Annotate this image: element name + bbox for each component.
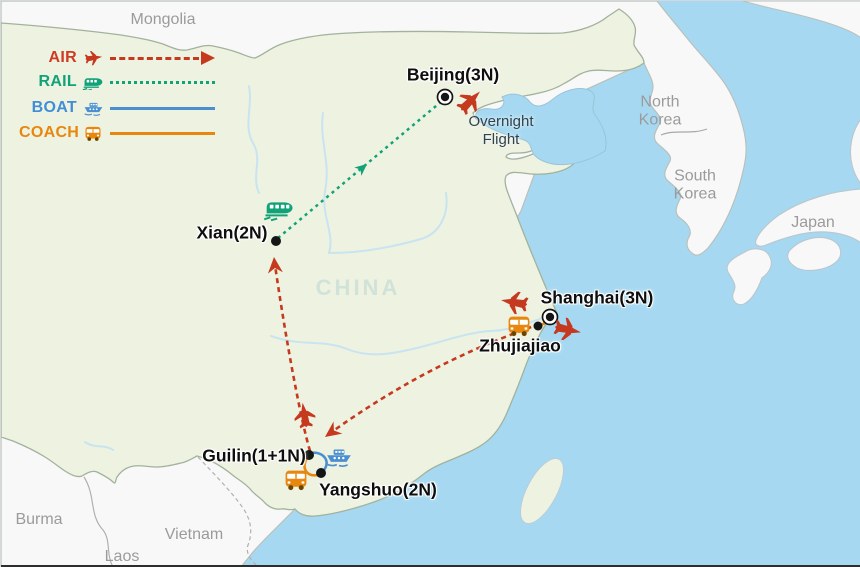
- korea-border: [660, 128, 708, 136]
- airplane-icon: [291, 399, 323, 431]
- rivers: [84, 85, 544, 451]
- city-label-beijing: Beijing(3N): [406, 64, 500, 85]
- guilin-marker: [304, 450, 314, 460]
- shanghai-marker: [541, 308, 559, 326]
- ship-icon: [80, 100, 106, 116]
- bus-icon: [507, 314, 532, 342]
- train-icon: [80, 74, 106, 91]
- airplane-icon: [498, 283, 533, 318]
- yangshuo-marker: [316, 468, 326, 478]
- city-label-guilin: Guilin(1+1N): [202, 445, 306, 466]
- legend-row-air: AIR: [19, 47, 215, 69]
- legend-line-boat: [110, 106, 215, 110]
- region-label-south-korea: South Korea: [673, 167, 717, 203]
- region-label-north-korea: North Korea: [638, 93, 682, 129]
- region-label-mongolia: Mongolia: [130, 10, 196, 28]
- legend-line-coach: [110, 131, 215, 135]
- city-label-yangshuo: Yangshuo(2N): [319, 479, 437, 500]
- arrow-icon: [201, 51, 215, 65]
- region-label-burma: Burma: [15, 510, 63, 528]
- train-icon: [263, 196, 295, 226]
- legend-label-boat: BOAT: [31, 99, 77, 116]
- china-landmass: [1, 8, 645, 517]
- map-bottom-edge: [1, 565, 860, 567]
- bus-icon: [80, 125, 106, 142]
- china-watermark: CHINA: [315, 275, 401, 300]
- legend-row-boat: BOAT: [19, 97, 215, 119]
- route-air-guilin-xian: [273, 264, 312, 452]
- route-rail-xian-beijing: [277, 100, 443, 239]
- overnight-flight-note: Overnight Flight: [468, 113, 534, 148]
- sea-asia-borders: [83, 456, 259, 567]
- legend-row-rail: RAIL: [19, 71, 215, 93]
- legend-line-air: [110, 51, 215, 65]
- airplane-icon: [549, 314, 585, 350]
- routes: [267, 100, 550, 477]
- legend-row-coach: COACH: [19, 122, 215, 144]
- region-label-laos: Laos: [104, 547, 140, 565]
- legend-label-air: AIR: [48, 49, 77, 66]
- bus-icon: [284, 468, 309, 496]
- route-boat-guilin-yangshuo: [310, 451, 328, 471]
- taiwan-island: [520, 457, 564, 525]
- route-coach-yangshuo-guilin: [303, 457, 319, 477]
- russia-corner: [742, 1, 860, 38]
- japan-islands: [726, 119, 860, 306]
- region-label-japan: Japan: [791, 213, 835, 231]
- region-label-vietnam: Vietnam: [164, 525, 224, 543]
- air-route-arrow-xian: [267, 257, 283, 274]
- city-label-shanghai: Shanghai(3N): [540, 287, 654, 308]
- city-markers: [271, 88, 559, 478]
- legend-label-coach: COACH: [19, 124, 80, 141]
- city-label-zhujiajiao: Zhujiajiao: [479, 335, 561, 356]
- legend-label-rail: RAIL: [38, 73, 77, 90]
- airplane-icon: [451, 82, 493, 124]
- xian-marker: [271, 236, 281, 246]
- city-label-xian: Xian(2N): [196, 222, 268, 243]
- bohai-gulf: [475, 88, 607, 166]
- air-route-arrow-guilin: [325, 421, 343, 437]
- ship-icon: [325, 446, 353, 473]
- beijing-marker: [436, 88, 454, 106]
- legend-line-rail: [110, 80, 215, 84]
- zhujiajiao-marker: [533, 321, 543, 331]
- rail-route-arrow: [354, 164, 367, 176]
- airplane-icon: [80, 50, 106, 66]
